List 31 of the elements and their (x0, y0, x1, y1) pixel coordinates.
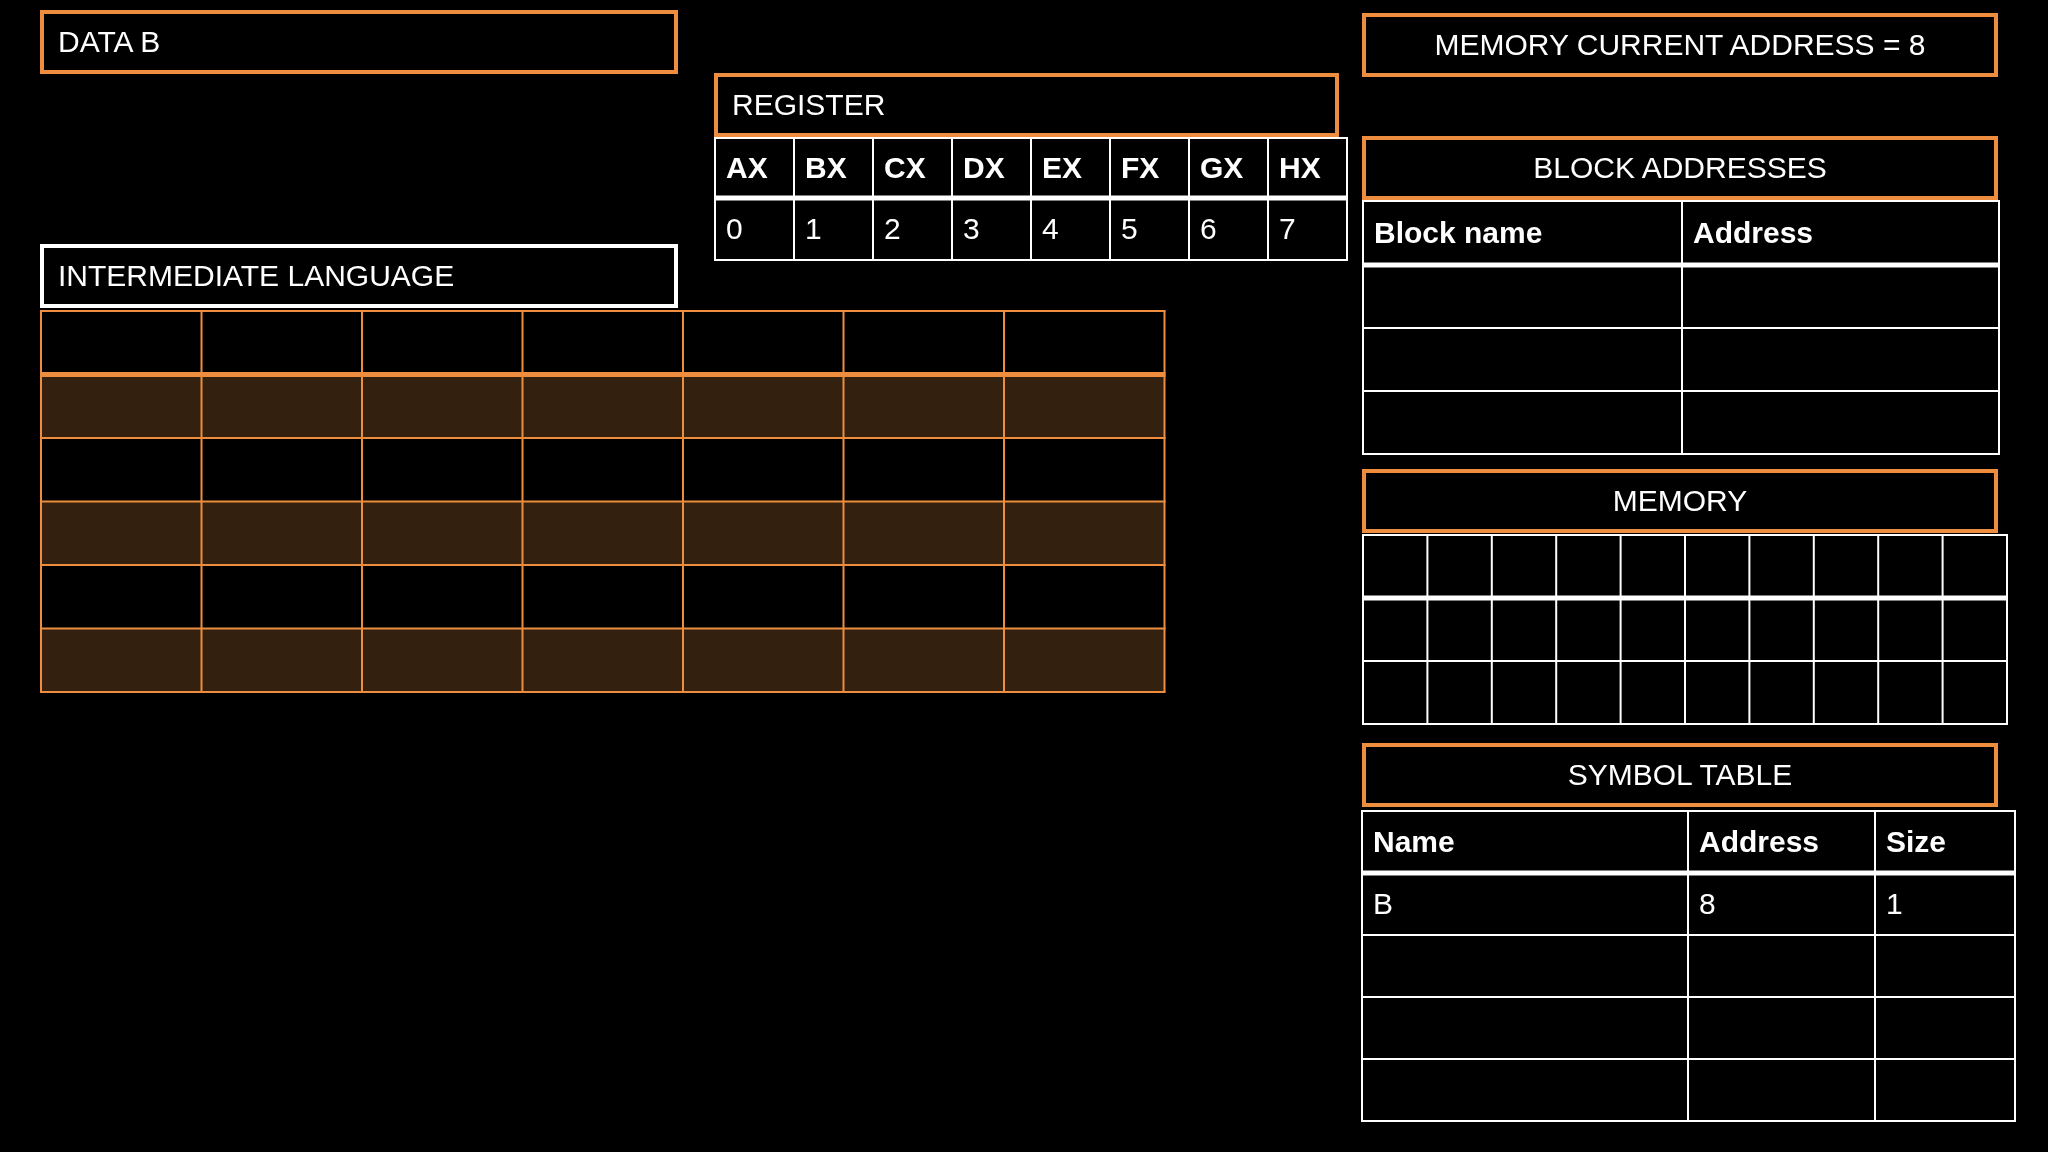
data-value: 6 (1200, 211, 1217, 247)
column-header: BX (805, 150, 847, 186)
data-value: 2 (884, 211, 901, 247)
data-value: 0 (726, 211, 743, 247)
data-value: 8 (1699, 886, 1716, 922)
data-value: 3 (963, 211, 980, 247)
column-header: Block name (1374, 215, 1543, 251)
column-header: EX (1042, 150, 1083, 186)
column-header: GX (1200, 150, 1244, 186)
table-title-bar: MEMORY (1362, 469, 1998, 533)
column-header: Size (1886, 824, 1947, 860)
statement-box: DATA B (40, 10, 678, 74)
status-box: MEMORY CURRENT ADDRESS = 8 (1362, 13, 1998, 77)
column-header: AX (726, 150, 768, 186)
data-value: 7 (1279, 211, 1296, 247)
column-header: Address (1693, 215, 1814, 251)
data-value: 5 (1121, 211, 1138, 247)
data-value: 1 (805, 211, 822, 247)
table-title-bar: INTERMEDIATE LANGUAGE (40, 244, 678, 308)
data-value: 1 (1886, 886, 1903, 922)
column-header: FX (1121, 150, 1160, 186)
column-header: DX (963, 150, 1005, 186)
table-title-bar: BLOCK ADDRESSES (1362, 136, 1998, 200)
column-header: HX (1279, 150, 1321, 186)
column-header: Address (1699, 824, 1820, 860)
column-header: Name (1373, 824, 1455, 860)
data-value: B (1373, 886, 1393, 922)
table-title-bar: REGISTER (714, 73, 1339, 137)
column-header: CX (884, 150, 926, 186)
data-value: 4 (1042, 211, 1059, 247)
table-title-bar: SYMBOL TABLE (1362, 743, 1998, 807)
